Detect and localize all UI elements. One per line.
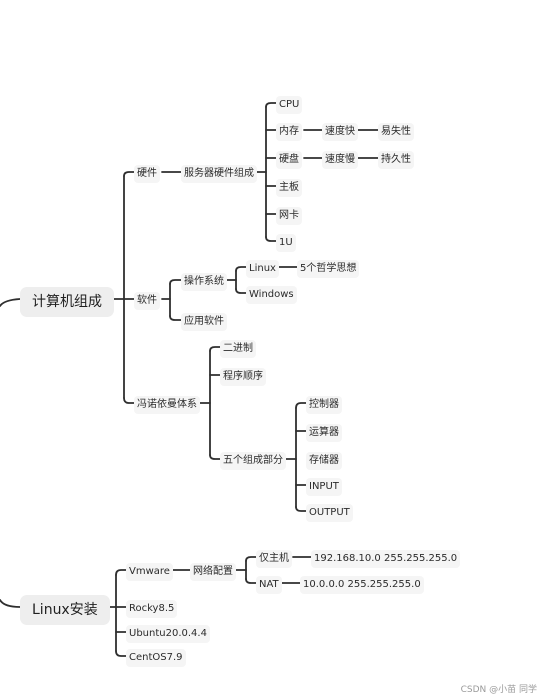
node-linux[interactable]: Linux xyxy=(246,260,279,278)
node-five-parts[interactable]: 五个组成部分 xyxy=(220,452,286,470)
node-vmware[interactable]: Vmware xyxy=(126,563,173,581)
node-os[interactable]: 操作系统 xyxy=(181,273,227,291)
node-rocky[interactable]: Rocky8.5 xyxy=(126,600,178,618)
node-von-neumann[interactable]: 冯诺依曼体系 xyxy=(134,396,200,414)
node-program-sequence[interactable]: 程序顺序 xyxy=(220,368,266,386)
node-disk-trait[interactable]: 持久性 xyxy=(378,151,414,169)
node-linux-philosophy[interactable]: 5个哲学思想 xyxy=(297,260,360,278)
node-applications[interactable]: 应用软件 xyxy=(181,313,227,331)
node-memory-trait[interactable]: 易失性 xyxy=(378,123,414,141)
node-memory-speed[interactable]: 速度快 xyxy=(322,123,358,141)
node-host-only[interactable]: 仅主机 xyxy=(256,550,292,568)
node-hardware[interactable]: 硬件 xyxy=(134,165,160,183)
node-disk[interactable]: 硬盘 xyxy=(276,151,302,169)
node-cpu[interactable]: CPU xyxy=(276,96,303,114)
node-storage[interactable]: 存储器 xyxy=(306,452,342,470)
node-memory[interactable]: 内存 xyxy=(276,123,302,141)
node-ubuntu[interactable]: Ubuntu20.0.4.4 xyxy=(126,625,210,643)
node-nat-ip[interactable]: 10.0.0.0 255.255.255.0 xyxy=(300,576,424,594)
node-binary[interactable]: 二进制 xyxy=(220,340,256,358)
node-windows[interactable]: Windows xyxy=(246,286,297,304)
node-nat[interactable]: NAT xyxy=(256,576,282,594)
watermark: CSDN @小苗 同学 xyxy=(460,685,537,695)
node-host-only-ip[interactable]: 192.168.10.0 255.255.255.0 xyxy=(311,550,461,568)
node-disk-speed[interactable]: 速度慢 xyxy=(322,151,358,169)
node-centos[interactable]: CentOS7.9 xyxy=(126,649,186,667)
node-controller[interactable]: 控制器 xyxy=(306,396,342,414)
root-linux-install[interactable]: Linux安装 xyxy=(20,595,110,625)
node-alu[interactable]: 运算器 xyxy=(306,424,342,442)
node-server-hardware[interactable]: 服务器硬件组成 xyxy=(181,165,257,183)
node-input[interactable]: INPUT xyxy=(306,478,342,496)
node-motherboard[interactable]: 主板 xyxy=(276,179,302,197)
node-output[interactable]: OUTPUT xyxy=(306,504,353,522)
node-nic[interactable]: 网卡 xyxy=(276,207,302,225)
node-software[interactable]: 软件 xyxy=(134,292,160,310)
node-1u[interactable]: 1U xyxy=(276,234,296,252)
node-network-config[interactable]: 网络配置 xyxy=(190,563,236,581)
root-computer-composition[interactable]: 计算机组成 xyxy=(20,287,114,317)
